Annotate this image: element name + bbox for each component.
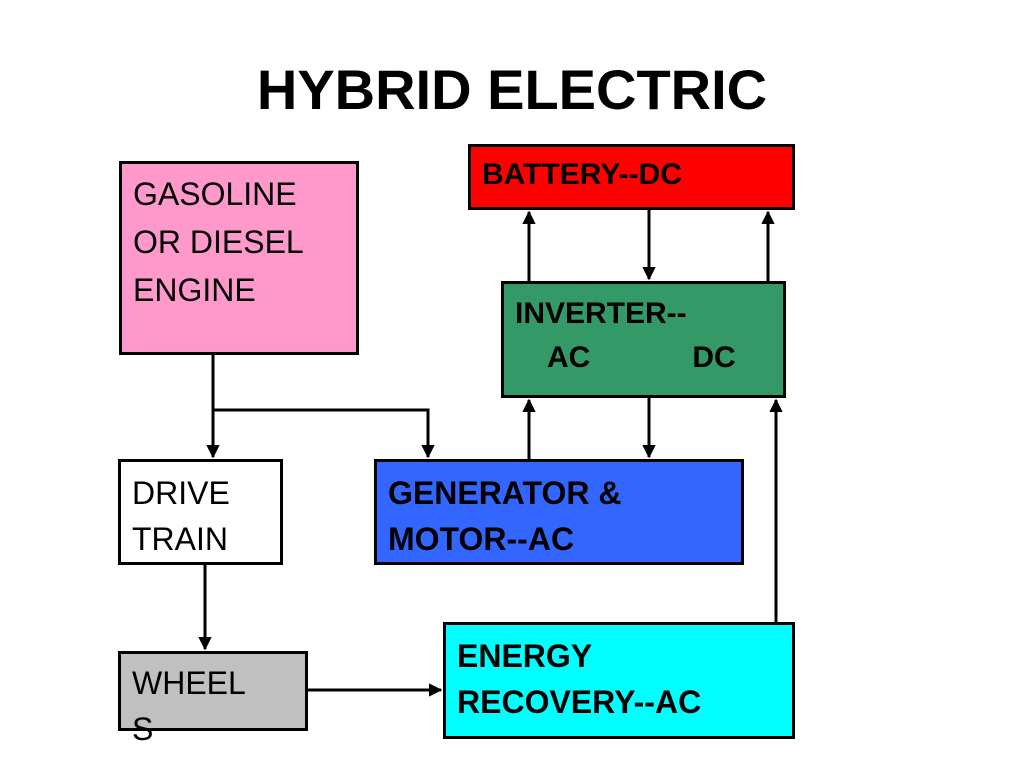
battery-box: BATTERY--DC xyxy=(468,144,795,210)
drive-train-box: DRIVE TRAIN xyxy=(118,459,283,565)
diagram-title: HYBRID ELECTRIC xyxy=(256,58,768,121)
inverter-label: INVERTER-- xyxy=(515,297,687,330)
engine-label: GASOLINE OR DIESEL ENGINE xyxy=(133,176,304,308)
arrow-engine-to-generator xyxy=(213,408,435,459)
generator-motor-box: GENERATOR & MOTOR--AC xyxy=(374,459,744,565)
inverter-dc-label: DC xyxy=(692,341,736,374)
inverter-ac-label: AC xyxy=(547,341,591,374)
wheels-box: WHEEL S xyxy=(118,651,308,747)
drive-train-label: DRIVE TRAIN xyxy=(132,475,230,557)
wheels-label: WHEEL S xyxy=(132,665,246,747)
inverter-box: INVERTER-- AC DC xyxy=(501,281,786,398)
generator-motor-label: GENERATOR & MOTOR--AC xyxy=(388,475,622,557)
engine-box: GASOLINE OR DIESEL ENGINE xyxy=(119,161,359,355)
energy-recovery-box: ENERGY RECOVERY--AC xyxy=(443,622,795,739)
battery-label: BATTERY--DC xyxy=(482,158,682,191)
energy-recovery-label: ENERGY RECOVERY--AC xyxy=(457,638,702,720)
